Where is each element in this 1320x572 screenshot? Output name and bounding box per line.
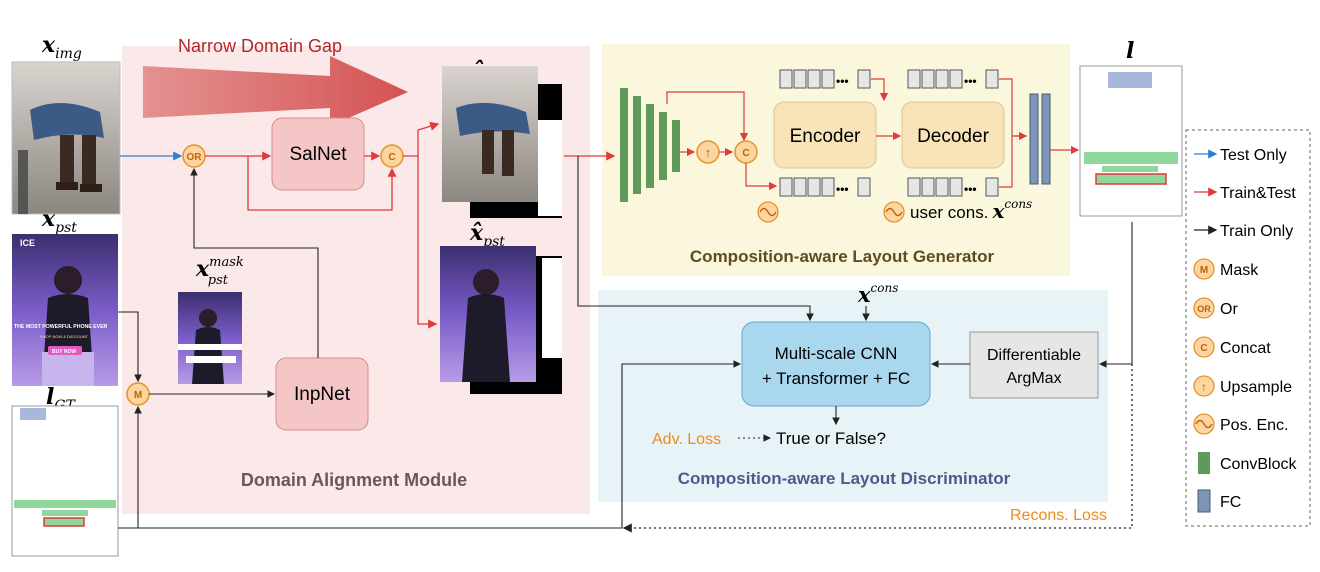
dam-title: Domain Alignment Module <box>241 470 467 490</box>
salnet-label: SalNet <box>289 144 347 165</box>
svg-text:Test Only: Test Only <box>1220 147 1287 164</box>
decoder-box <box>901 101 1005 169</box>
l-out-label: l <box>1126 38 1134 64</box>
svg-text:Or: Or <box>1220 301 1238 318</box>
svg-text:M: M <box>1200 265 1208 276</box>
svg-text:•••: ••• <box>836 182 849 196</box>
disc-title: Composition-aware Layout Discriminator <box>678 469 1011 488</box>
poster-headline: THE MOST POWERFUL PHONE EVER <box>14 324 108 330</box>
adv-loss-label: Adv. Loss <box>652 431 721 448</box>
svg-text:↑: ↑ <box>705 145 712 160</box>
legend-item-train-only: Train Only <box>1194 223 1293 240</box>
x-img-label: ximg <box>41 32 82 62</box>
svg-text:Train&Test: Train&Test <box>1220 185 1296 202</box>
xhat-img-image <box>442 66 562 218</box>
discriminator-box <box>741 321 931 407</box>
legend-item-mask: M Mask <box>1193 258 1259 280</box>
fc-bars <box>1029 93 1051 185</box>
argmax-line2: ArgMax <box>1006 370 1061 387</box>
decoder-label: Decoder <box>917 126 989 147</box>
svg-text:ConvBlock: ConvBlock <box>1220 456 1297 473</box>
svg-text:M: M <box>134 390 142 401</box>
encoder-label: Encoder <box>790 126 861 147</box>
conv-blocks <box>620 88 680 202</box>
svg-text:Train Only: Train Only <box>1220 223 1293 240</box>
recons-loss-label: Recons. Loss <box>1010 507 1107 524</box>
or-node: OR <box>182 144 206 168</box>
x-pst-mask-image <box>178 292 242 384</box>
x-pst-poster: ICE THE MOST POWERFUL PHONE EVER SHOP NO… <box>12 234 118 386</box>
user-cons-label: user cons.xcons <box>910 197 1032 223</box>
svg-text:Pos. Enc.: Pos. Enc. <box>1220 417 1288 434</box>
x-img-photo <box>11 61 121 215</box>
svg-text:C: C <box>1200 343 1207 354</box>
token-row-top-dec <box>907 69 999 89</box>
svg-text:Concat: Concat <box>1220 340 1271 357</box>
argmax-box <box>969 331 1099 399</box>
disc-line2: + Transformer + FC <box>762 369 910 388</box>
svg-text:FC: FC <box>1220 494 1241 511</box>
inpnet-label: InpNet <box>294 384 351 405</box>
poster-offer: SHOP NOW & DISCOUNT <box>40 334 88 339</box>
upsample-node: ↑ <box>696 140 720 164</box>
legend-item-fc: FC <box>1197 489 1241 513</box>
salnet-box <box>271 117 365 191</box>
argmax-line1: Differentiable <box>987 347 1081 364</box>
l-out-layout <box>1079 65 1183 217</box>
svg-text:C: C <box>742 148 749 159</box>
true-false-label: True or False? <box>776 429 886 448</box>
legend-item-test-only: Test Only <box>1194 147 1287 164</box>
svg-text:•••: ••• <box>964 182 977 196</box>
svg-text:•••: ••• <box>964 74 977 88</box>
svg-text:Mask: Mask <box>1220 262 1259 279</box>
svg-text:C: C <box>388 152 395 163</box>
mask-node: M <box>126 382 150 406</box>
legend-item-concat: C Concat <box>1193 336 1271 358</box>
poster-brand: ICE <box>20 238 35 248</box>
svg-text:OR: OR <box>1197 304 1211 314</box>
l-gt-layout <box>11 405 119 557</box>
token-row-top-enc <box>779 69 871 89</box>
legend-item-convblock: ConvBlock <box>1198 452 1297 474</box>
concat-node-dam: C <box>380 144 404 168</box>
gen-title: Composition-aware Layout Generator <box>690 247 995 266</box>
xhat-pst-image <box>440 246 562 394</box>
svg-text:Upsample: Upsample <box>1220 379 1292 396</box>
legend-item-train-test: Train&Test <box>1194 185 1296 202</box>
legend-item-pos-enc: Pos. Enc. <box>1193 413 1288 435</box>
svg-text:OR: OR <box>187 152 203 163</box>
svg-text:↑: ↑ <box>1201 380 1207 394</box>
token-row-bottom-dec <box>907 177 999 197</box>
concat-node-gen: C <box>734 140 758 164</box>
svg-text:•••: ••• <box>836 74 849 88</box>
disc-line1: Multi-scale CNN <box>775 344 898 363</box>
x-cons-label: xcons <box>857 281 898 307</box>
token-row-bottom-enc <box>779 177 871 197</box>
inpnet-box <box>275 357 369 431</box>
pos-enc-icon-1 <box>757 201 779 223</box>
legend-item-or: OR Or <box>1193 297 1238 319</box>
x-pst-label: xpst <box>41 206 77 236</box>
poster-cta: BUY NOW <box>52 349 76 355</box>
encoder-box <box>773 101 877 169</box>
pos-enc-icon-2 <box>883 201 905 223</box>
legend-item-upsample: ↑ Upsample <box>1193 375 1292 397</box>
narrow-gap-label: Narrow Domain Gap <box>178 36 342 56</box>
narrow-gap-arrow <box>143 56 408 126</box>
